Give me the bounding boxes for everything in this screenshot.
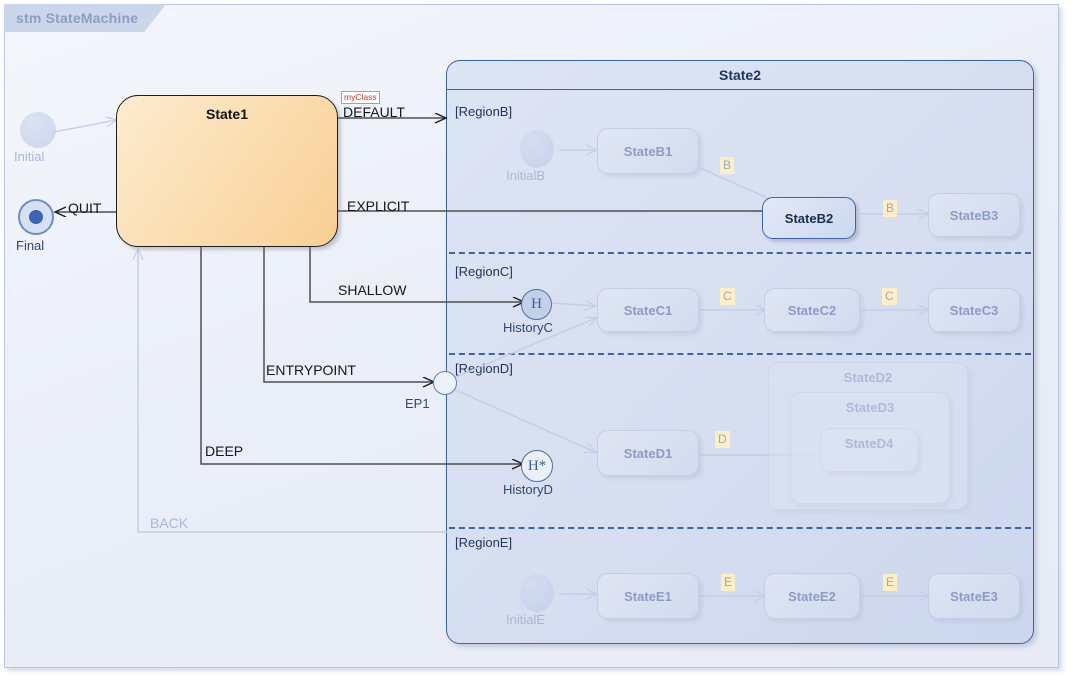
initial-pseudostate-e[interactable] [520, 574, 554, 612]
initial-pseudostate-b[interactable] [520, 130, 554, 168]
initial-label: Initial [14, 149, 45, 164]
transition-label-default: DEFAULT [343, 104, 405, 120]
event-badge-c1: C [720, 288, 735, 305]
region-divider-d-e [449, 527, 1031, 529]
substate-statec2[interactable]: StateC2 [764, 288, 860, 332]
transition-label-shallow: SHALLOW [338, 282, 407, 298]
final-state[interactable] [18, 199, 54, 235]
substate-stated1[interactable]: StateD1 [597, 430, 699, 476]
initial-pseudostate[interactable] [20, 112, 56, 148]
substate-statee3[interactable]: StateE3 [928, 573, 1020, 619]
substate-statec1[interactable]: StateC1 [597, 288, 699, 332]
history-pseudostate-c[interactable]: H [521, 289, 552, 320]
substate-statec3[interactable]: StateC3 [928, 288, 1020, 332]
substate-stateb1[interactable]: StateB1 [597, 128, 699, 174]
event-badge-e2: E [883, 574, 898, 591]
event-badge-c2: C [882, 288, 897, 305]
transition-label-deep: DEEP [205, 443, 244, 459]
entrypoint-pseudostate-ep1[interactable] [433, 371, 457, 395]
event-badge-b2: B [883, 200, 898, 217]
state-state1[interactable]: State1 [116, 95, 338, 247]
substate-stateb2[interactable]: StateB2 [762, 197, 856, 239]
transition-label-back: BACK [150, 515, 189, 531]
final-label: Final [16, 238, 45, 253]
region-label-c: [RegionC] [455, 264, 513, 279]
transition-label-quit: QUIT [68, 200, 102, 216]
final-state-core [29, 210, 43, 224]
historyd-label: HistoryD [503, 482, 553, 497]
substate-stated3[interactable]: StateD3 [790, 392, 950, 504]
deep-history-glyph-d: H* [527, 457, 547, 474]
event-badge-e1: E [721, 574, 736, 591]
stereotype-myclass: myClass [341, 91, 380, 104]
region-label-b: [RegionB] [455, 104, 513, 119]
deep-history-pseudostate-d[interactable]: H* [521, 450, 553, 482]
substate-stated2[interactable]: StateD2 [768, 362, 968, 510]
region-label-e: [RegionE] [455, 535, 513, 550]
region-divider-b-c [449, 252, 1031, 254]
region-label-d: [RegionD] [455, 361, 513, 376]
ep1-label: EP1 [405, 396, 430, 411]
initialb-label: InitialB [506, 168, 546, 183]
substate-stated4[interactable]: StateD4 [820, 428, 918, 472]
event-badge-d1: D [715, 431, 730, 448]
initiale-label: InitialE [506, 612, 546, 627]
transition-label-entrypoint: ENTRYPOINT [266, 362, 356, 378]
diagram-title: stm StateMachine [16, 10, 139, 26]
substate-stateb3[interactable]: StateB3 [928, 193, 1020, 237]
diagram-title-tab: stm StateMachine [4, 4, 166, 32]
history-glyph-c: H [531, 296, 542, 312]
state2-title: State2 [447, 61, 1033, 90]
transition-label-explicit: EXPLICIT [347, 198, 410, 214]
region-divider-c-d [449, 353, 1031, 355]
state1-title: State1 [205, 106, 249, 122]
substate-statee1[interactable]: StateE1 [597, 573, 699, 619]
event-badge-b1: B [720, 157, 735, 174]
substate-statee2[interactable]: StateE2 [764, 573, 860, 619]
historyc-label: HistoryC [503, 320, 553, 335]
